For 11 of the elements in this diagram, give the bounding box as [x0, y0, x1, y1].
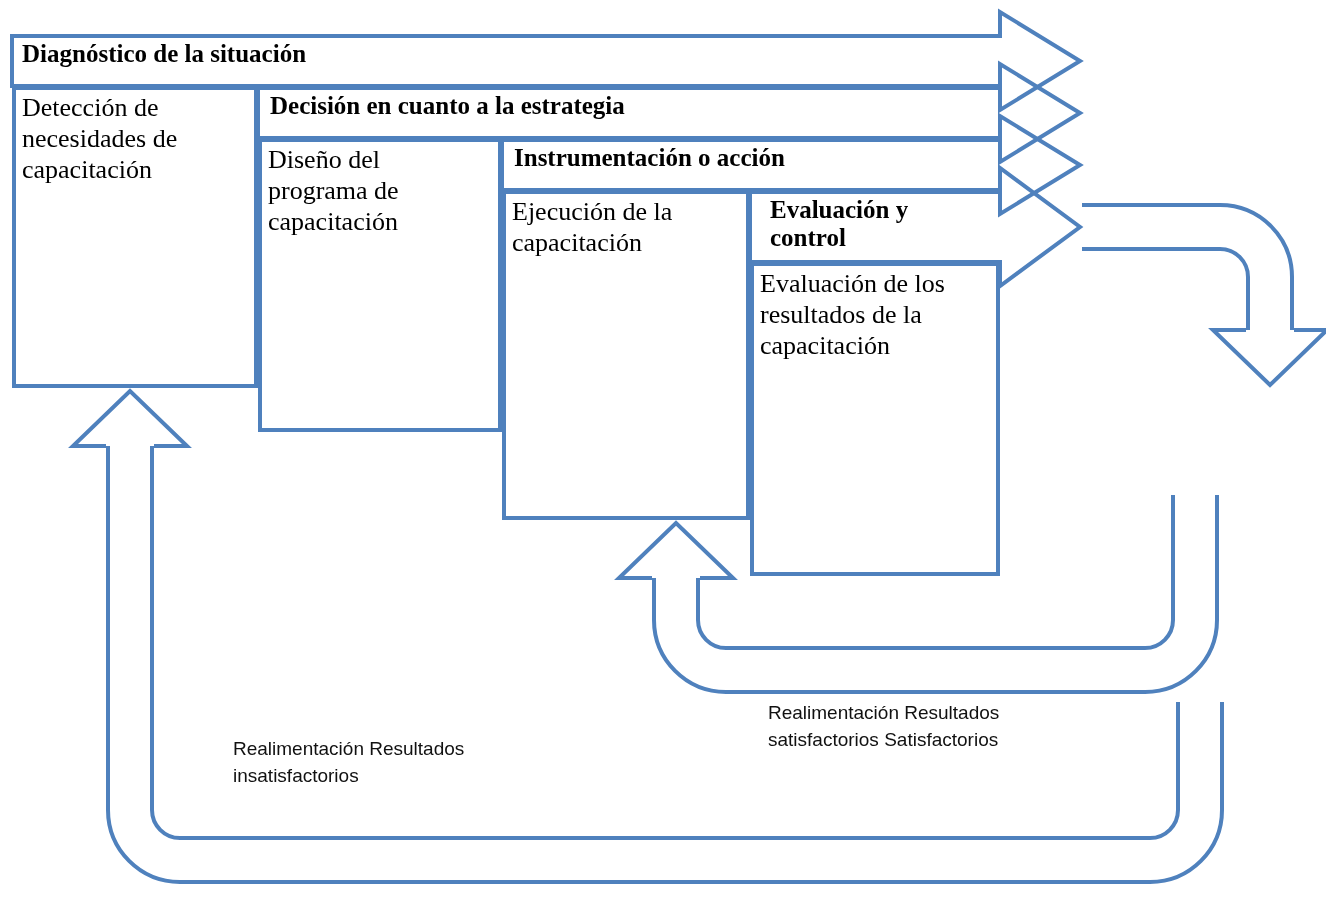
process-box: [258, 138, 502, 432]
stage-heading: Diagnóstico de la situación: [22, 40, 307, 68]
step-text: Evaluación de los resultados de la capacitación: [760, 268, 946, 362]
process-box: [750, 262, 1000, 576]
stage-heading: Decisión en cuanto a la estrategia: [270, 92, 625, 120]
process-box: [12, 86, 258, 388]
step-text: Detección de necesidades de capacitación: [22, 92, 179, 186]
step-text: Ejecución de la capacitación: [512, 196, 674, 259]
process-box: [502, 190, 750, 520]
stage-heading: Instrumentación o acción: [514, 144, 785, 172]
step-text: Diseño del programa de capacitación: [268, 144, 400, 238]
